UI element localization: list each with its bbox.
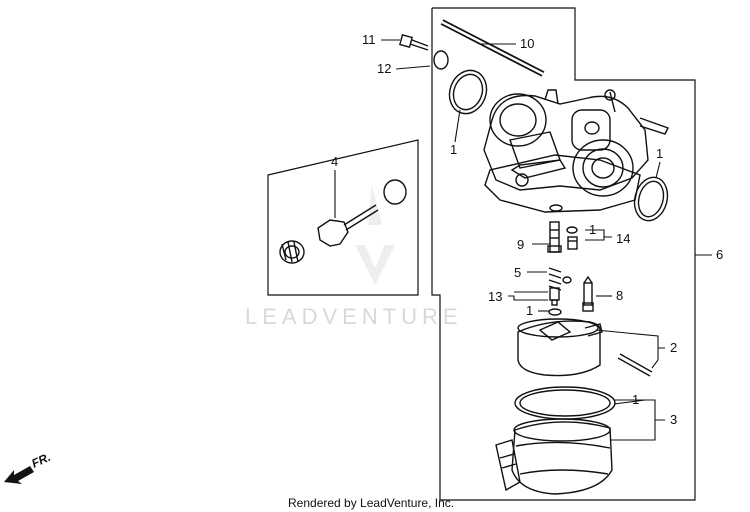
callout-11: 11 bbox=[362, 32, 376, 47]
main-nozzle-part-9[interactable] bbox=[547, 221, 562, 253]
callout-4: 4 bbox=[331, 154, 338, 169]
callout-1-jet: 1 bbox=[589, 222, 596, 237]
pilot-jet-part-14[interactable] bbox=[566, 226, 578, 250]
callout-12: 12 bbox=[377, 61, 391, 76]
subassembly-box-4 bbox=[267, 139, 419, 296]
main-jet-part-13[interactable] bbox=[549, 287, 560, 306]
washer-part-12[interactable] bbox=[433, 50, 449, 70]
o-ring-small[interactable] bbox=[548, 308, 562, 316]
direction-label: FR. bbox=[29, 450, 52, 471]
callout-6: 6 bbox=[716, 247, 723, 262]
float-bowl-part-3[interactable] bbox=[495, 418, 613, 495]
gasket-part-1-bowl[interactable] bbox=[514, 386, 616, 420]
choke-shaft-part-4[interactable] bbox=[317, 179, 407, 247]
callout-8: 8 bbox=[616, 288, 623, 303]
credit-text: Rendered by LeadVenture, Inc. bbox=[288, 496, 454, 510]
assembly-frame bbox=[431, 7, 696, 501]
callout-1-bowl: 1 bbox=[632, 392, 639, 407]
float-needle-part-8[interactable] bbox=[582, 275, 594, 312]
watermark-logo bbox=[355, 185, 395, 285]
o-ring-top[interactable] bbox=[444, 65, 493, 119]
carburetor-body[interactable] bbox=[483, 89, 669, 213]
tube-part-10[interactable] bbox=[440, 19, 545, 77]
callout-5: 5 bbox=[514, 265, 521, 280]
watermark-text: LEADVENTURE bbox=[245, 304, 463, 329]
screw-part-11[interactable] bbox=[399, 34, 429, 51]
leader-lines bbox=[334, 39, 712, 441]
spring-part-5[interactable] bbox=[548, 267, 572, 291]
callout-3: 3 bbox=[670, 412, 677, 427]
front-direction-arrow-icon bbox=[4, 466, 34, 484]
choke-spring-part-4[interactable] bbox=[279, 240, 305, 264]
callout-10: 10 bbox=[520, 36, 534, 51]
callout-14: 14 bbox=[616, 231, 630, 246]
callout-1-small: 1 bbox=[526, 303, 533, 318]
callout-9: 9 bbox=[517, 237, 524, 252]
float-part-2[interactable] bbox=[517, 318, 653, 377]
callout-13: 13 bbox=[488, 289, 502, 304]
callout-2: 2 bbox=[670, 340, 677, 355]
callout-1-top: 1 bbox=[450, 142, 457, 157]
callout-1-right: 1 bbox=[656, 146, 663, 161]
